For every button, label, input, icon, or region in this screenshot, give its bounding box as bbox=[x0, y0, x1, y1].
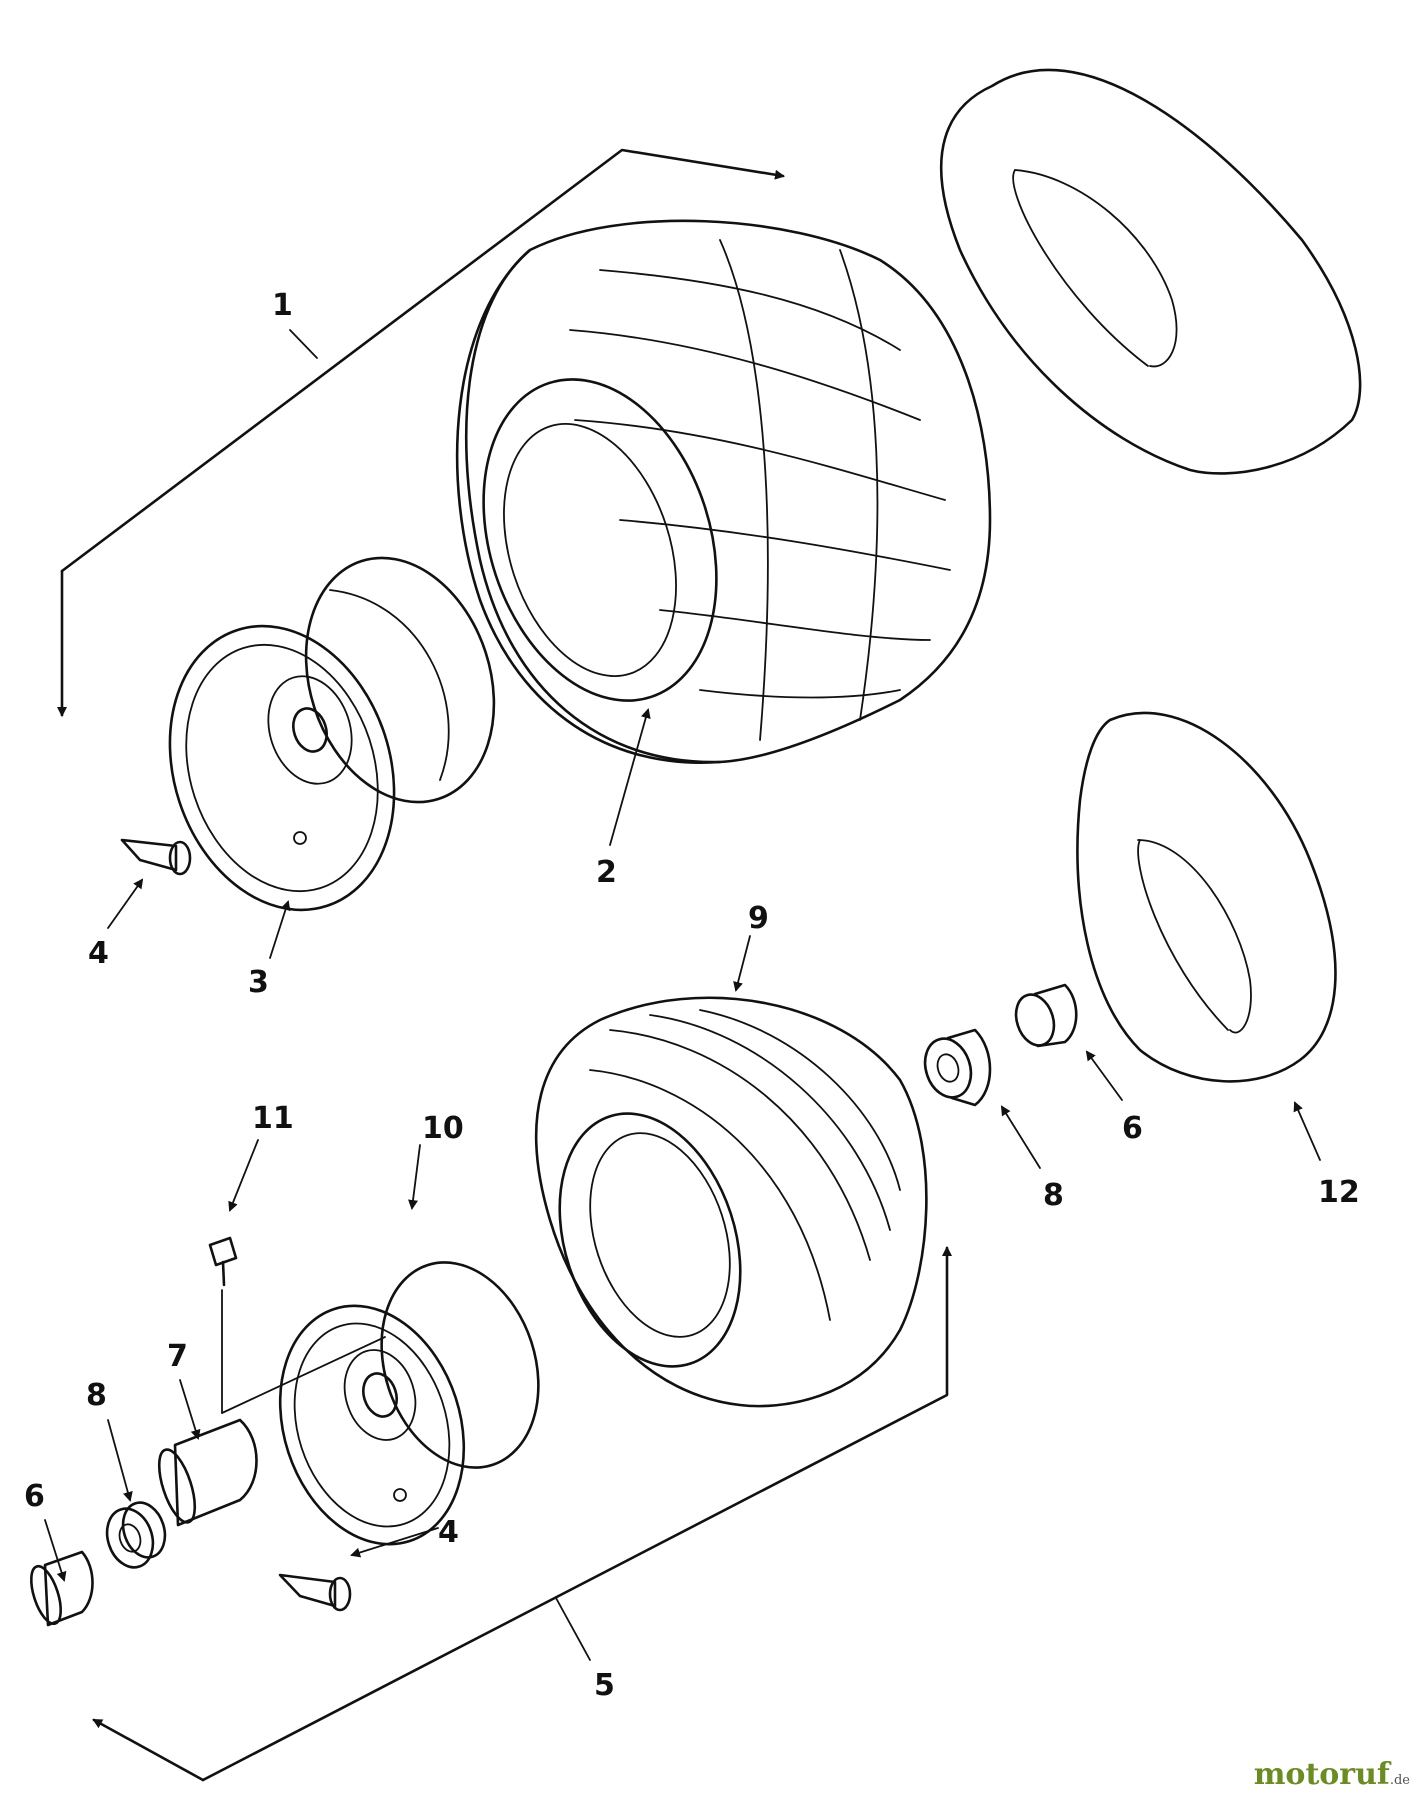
flange-bearing-8-rear bbox=[923, 1028, 992, 1107]
bushing-7 bbox=[157, 1418, 258, 1527]
callout-10: 10 bbox=[422, 1111, 464, 1146]
rear-tire-spare bbox=[939, 68, 1362, 475]
front-tire bbox=[534, 996, 928, 1408]
callout-7: 7 bbox=[167, 1339, 188, 1374]
watermark: motoruf.de bbox=[1254, 1757, 1410, 1792]
spacer-6-front bbox=[29, 1550, 94, 1627]
callout-11: 11 bbox=[252, 1101, 294, 1136]
rear-tire bbox=[455, 219, 992, 765]
watermark-tld: .de bbox=[1389, 1773, 1410, 1788]
leader-lines bbox=[44, 708, 1321, 1582]
valve-stem-front bbox=[278, 1573, 352, 1612]
callout-12: 12 bbox=[1318, 1175, 1360, 1210]
grease-fitting bbox=[208, 1236, 386, 1414]
callout-4-front: 4 bbox=[438, 1515, 459, 1550]
callout-4-rear: 4 bbox=[88, 936, 109, 971]
assembly-bracket-1 bbox=[57, 148, 785, 717]
spacer-6-rear bbox=[1014, 983, 1078, 1048]
callout-3: 3 bbox=[248, 965, 269, 1000]
callout-6-front: 6 bbox=[24, 1479, 45, 1514]
flange-bearing-8-front bbox=[105, 1501, 167, 1569]
callout-2: 2 bbox=[596, 855, 617, 890]
callout-8-front: 8 bbox=[86, 1378, 107, 1413]
callout-9: 9 bbox=[748, 901, 769, 936]
callout-labels: 1 2 3 4 9 11 10 7 8 6 4 5 8 6 12 bbox=[24, 288, 1360, 1703]
callout-8-rear: 8 bbox=[1043, 1178, 1064, 1213]
front-tire-spare bbox=[1076, 711, 1337, 1083]
callout-1: 1 bbox=[272, 288, 293, 323]
watermark-brand: motoruf bbox=[1253, 1757, 1390, 1792]
front-rim bbox=[278, 1261, 540, 1546]
rear-rim bbox=[168, 556, 496, 912]
assembly-bracket-5 bbox=[92, 1246, 952, 1782]
callout-6-rear: 6 bbox=[1122, 1111, 1143, 1146]
valve-stem-rear bbox=[120, 838, 192, 876]
callout-5: 5 bbox=[594, 1668, 615, 1703]
